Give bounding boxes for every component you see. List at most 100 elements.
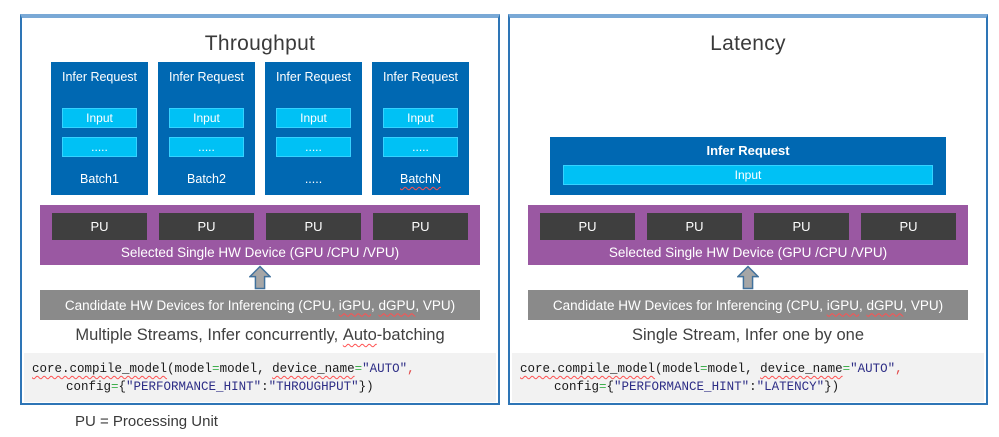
infer-request-card-wide: Infer Request Input [550,137,946,195]
infer-request-card-4: Infer Request Input ..... BatchN [372,62,469,195]
arrow-row [510,265,986,290]
code-line-2: config={"PERFORMANCE_HINT":"LATENCY"}) [520,378,976,396]
code-function: core.compile_model [520,362,656,376]
code-param: device_name [760,362,843,376]
candidate-label-part: , VPU) [903,297,944,313]
infer-request-card-2: Infer Request Input ..... Batch2 [158,62,255,195]
code-token: model [219,362,258,376]
code-token: config [66,380,112,394]
more-inputs-bar: ..... [276,137,351,157]
input-bar: Input [563,165,933,185]
input-bar: Input [383,108,458,128]
code-token: }) [358,380,374,394]
caption-part: Multiple Streams, Infer concurrently, [75,326,343,344]
code-line-1: core.compile_model(model=model, device_n… [32,360,488,378]
input-bar: Input [276,108,351,128]
candidate-label-part: , [371,297,379,313]
code-token: = [111,380,119,394]
infer-request-label: Infer Request [275,70,352,84]
code-string: "PERFORMANCE_HINT" [614,380,750,394]
code-param: device_name [272,362,355,376]
panel-row: Throughput Infer Request Input ..... Bat… [20,14,988,405]
up-arrow-icon [249,265,271,290]
code-snippet-throughput: core.compile_model(model=model, device_n… [24,353,496,402]
code-token: = [700,362,708,376]
code-token: (model [655,362,701,376]
input-bar: Input [169,108,244,128]
code-token: = [212,362,220,376]
code-token: , [257,362,273,376]
selected-device-label: Selected Single HW Device (GPU /CPU /VPU… [120,245,400,260]
code-token: : [261,380,269,394]
infer-request-card-3: Infer Request Input ..... ..... [265,62,362,195]
code-function: core.compile_model [32,362,168,376]
latency-panel: Latency Infer Request Input PU PU PU PU … [508,14,988,405]
code-token: , [745,362,761,376]
batch-label: Batch1 [80,172,119,186]
panel-title-throughput: Throughput [204,32,316,55]
candidate-devices-bar: Candidate HW Devices for Inferencing (CP… [40,290,480,320]
selected-device-bar: PU PU PU PU Selected Single HW Device (G… [40,205,480,265]
more-inputs-bar: ..... [62,137,137,157]
up-arrow-icon [737,265,759,290]
code-snippet-latency: core.compile_model(model=model, device_n… [512,353,984,402]
arrow-row [22,265,498,290]
code-token: config [554,380,600,394]
code-token: = [354,362,363,376]
code-string: "PERFORMANCE_HINT" [126,380,262,394]
infer-request-label: Infer Request [706,143,790,158]
code-token: , [895,362,903,376]
pu-box: PU [159,213,254,240]
candidate-label-part: Candidate HW Devices for Inferencing (CP… [64,297,339,313]
pu-row: PU PU PU PU [52,213,468,240]
pu-box: PU [266,213,361,240]
caption-part: Auto [342,326,377,344]
caption-part: Single Stream, Infer one by one [631,326,865,344]
candidate-devices-bar: Candidate HW Devices for Inferencing (CP… [528,290,968,320]
code-line-1: core.compile_model(model=model, device_n… [520,360,976,378]
candidate-label-part: , VPU) [415,297,456,313]
candidate-label-igpu: iGPU [826,297,860,313]
panel-title-latency: Latency [710,32,786,55]
code-token: : [749,380,757,394]
infer-request-label: Infer Request [168,70,245,84]
pu-box: PU [373,213,468,240]
selected-device-bar: PU PU PU PU Selected Single HW Device (G… [528,205,968,265]
pu-box: PU [540,213,635,240]
infer-request-label: Infer Request [382,70,459,84]
infer-request-cards: Infer Request Input ..... Batch1 Infer R… [48,62,472,195]
input-bar: Input [62,108,137,128]
candidate-label-part: , [859,297,867,313]
code-token: { [606,380,615,394]
batch-label: ..... [304,172,323,186]
mode-caption: Single Stream, Infer one by one [510,320,986,351]
mode-caption: Multiple Streams, Infer concurrently, Au… [22,320,498,351]
code-token: { [118,380,127,394]
caption-part: -batching [376,326,445,344]
pu-box: PU [52,213,147,240]
more-inputs-bar: ..... [383,137,458,157]
single-infer-area: Infer Request Input [536,62,960,195]
code-string: "LATENCY" [756,380,825,394]
pu-footnote: PU = Processing Unit [75,413,218,430]
code-token: = [599,380,607,394]
candidate-label-part: Candidate HW Devices for Inferencing (CP… [552,297,827,313]
candidate-label-dgpu: dGPU [378,297,416,313]
candidate-label-dgpu: dGPU [866,297,904,313]
code-token: (model [167,362,213,376]
code-token: }) [824,380,840,394]
selected-device-label: Selected Single HW Device (GPU /CPU /VPU… [608,245,888,260]
code-token: = [842,362,851,376]
pu-box: PU [754,213,849,240]
batch-label: BatchN [400,172,441,186]
throughput-panel: Throughput Infer Request Input ..... Bat… [20,14,500,405]
code-string: "THROUGHPUT" [268,380,359,394]
pu-box: PU [647,213,742,240]
pu-row: PU PU PU PU [540,213,956,240]
more-inputs-bar: ..... [169,137,244,157]
batch-label: Batch2 [187,172,226,186]
pu-box: PU [861,213,956,240]
code-line-2: config={"PERFORMANCE_HINT":"THROUGHPUT"}… [32,378,488,396]
code-token: model [707,362,746,376]
